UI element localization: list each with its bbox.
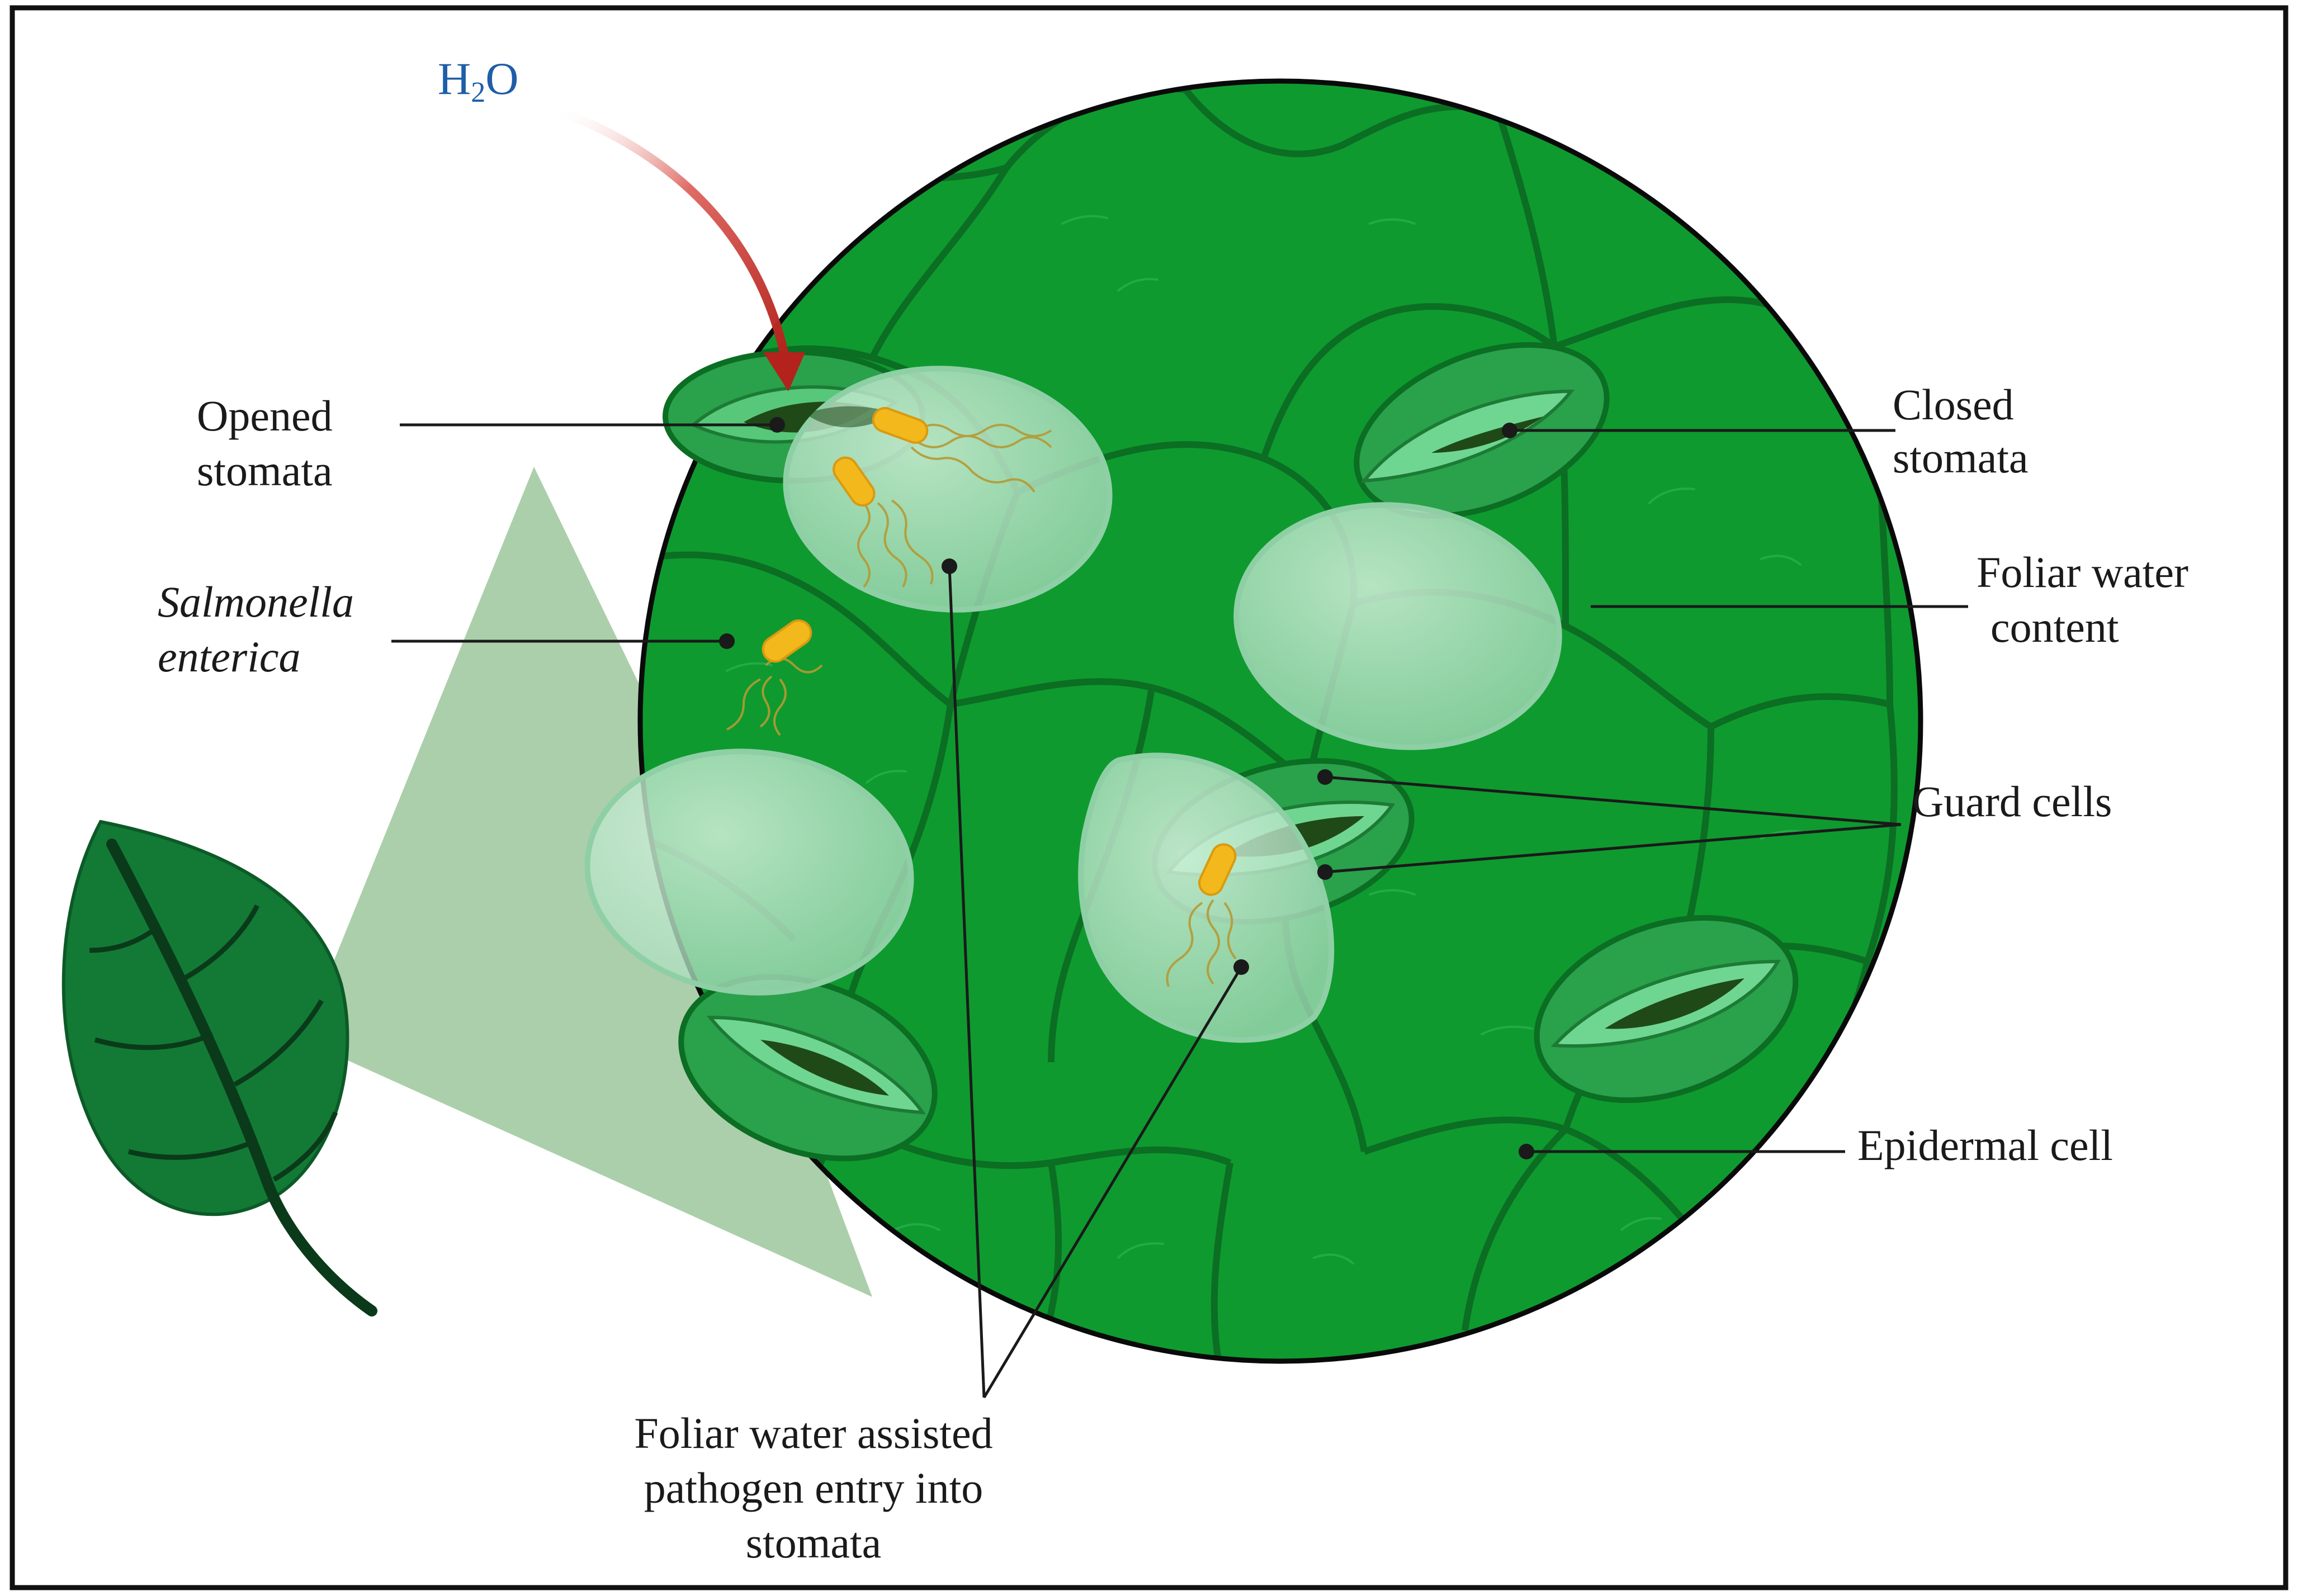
bacterium-icon [1166, 843, 1237, 987]
label-opened-stomata: Opened stomata [197, 391, 333, 495]
svg-text:Guard cells: Guard cells [1912, 777, 2112, 826]
bacterium-icon [726, 619, 823, 736]
svg-text:Foliar water: Foliar water [1977, 548, 2188, 596]
svg-text:stomata: stomata [197, 446, 333, 495]
label-foliar-water-content: Foliar water content [1977, 548, 2188, 651]
water-droplet-icon [584, 749, 914, 996]
label-guard-cells: Guard cells [1912, 777, 2112, 826]
svg-text:Foliar water assisted: Foliar water assisted [634, 1409, 992, 1457]
svg-text:enterica: enterica [158, 632, 301, 681]
water-droplet-icon [783, 366, 1113, 613]
svg-text:Closed: Closed [1893, 380, 2014, 429]
stomata-bottom-left [678, 974, 938, 1162]
svg-text:Opened: Opened [197, 391, 333, 440]
svg-text:Salmonella: Salmonella [158, 577, 354, 626]
water-arrow-icon [549, 105, 805, 391]
label-epidermal-cell: Epidermal cell [1857, 1121, 2113, 1169]
svg-text:stomata: stomata [1893, 433, 2029, 482]
stomata-right [1534, 915, 1799, 1104]
leaf-surface-circle [637, 78, 1923, 1364]
water-droplet-icon [1078, 752, 1335, 1043]
stomata-closed [1354, 342, 1610, 519]
svg-text:stomata: stomata [746, 1518, 882, 1567]
label-closed-stomata: Closed stomata [1893, 380, 2029, 482]
svg-text:content: content [1990, 603, 2119, 651]
stomata-pore-under-droplet [805, 406, 895, 428]
label-salmonella-enterica: Salmonella enterica [158, 577, 354, 681]
leaf-icon [62, 820, 377, 1316]
svg-text:Epidermal cell: Epidermal cell [1857, 1121, 2113, 1169]
leader-lines [391, 417, 1968, 1399]
water-droplet-icon [1233, 502, 1562, 750]
h2o-label: H2O [438, 53, 518, 108]
svg-text:pathogen entry into: pathogen entry into [644, 1464, 983, 1512]
bacterium-icon [833, 456, 934, 588]
label-foliar-entry: Foliar water assisted pathogen entry int… [634, 1409, 992, 1567]
bacterium-icon [872, 407, 1052, 493]
